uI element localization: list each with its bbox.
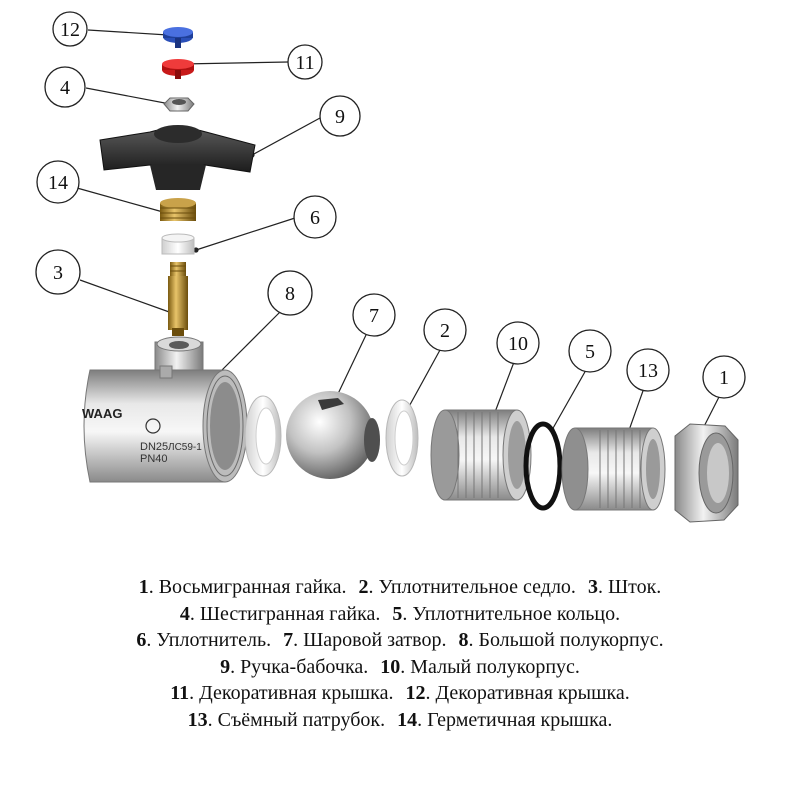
legend-line: 11. Декоративная крышка. 12. Декоративная…	[0, 680, 800, 707]
svg-text:11: 11	[295, 52, 314, 74]
legend-entry: 5. Уплотнительное кольцо.	[392, 602, 621, 625]
svg-text:10: 10	[508, 333, 528, 355]
brand-material: ЛС59-1	[168, 442, 202, 453]
legend-entry: 14. Герметичная крышка.	[397, 708, 613, 731]
svg-text:13: 13	[638, 360, 658, 382]
legend-entry: 7. Шаровой затвор.	[283, 629, 447, 651]
part-7-ball-valve	[286, 391, 380, 479]
callout-1: 1	[702, 355, 746, 399]
legend-line: 9. Ручка-бабочка. 10. Малый полукорпус.	[0, 654, 800, 681]
part-3-stem	[168, 262, 188, 336]
callout-7: 7	[352, 293, 396, 337]
callout-6: 6	[293, 195, 337, 239]
svg-text:7: 7	[369, 305, 379, 327]
part-6-seal	[161, 233, 195, 255]
callout-13: 13	[626, 348, 670, 392]
part-10-small-half-body	[430, 409, 532, 501]
part-8-large-half-body: WAAG DN25 PN40 ЛС59-1	[82, 336, 248, 483]
parts-legend: 1. Восьмигранная гайка. 2. Уплотнительное…	[0, 574, 800, 733]
part-1-octagonal-nut	[674, 423, 739, 523]
part-5-o-ring	[523, 421, 563, 511]
brand-pn: PN40	[140, 453, 168, 465]
legend-entry: 12. Декоративная крышка.	[405, 682, 630, 704]
svg-text:2: 2	[440, 320, 450, 342]
callout-8: 8	[267, 270, 313, 316]
svg-text:14: 14	[48, 172, 68, 194]
legend-line: 6. Уплотнитель. 7. Шаровой затвор. 8. Боль…	[0, 627, 800, 654]
part-9-butterfly-handle	[99, 125, 256, 190]
svg-text:5: 5	[585, 341, 595, 363]
legend-entry: 11. Декоративная крышка.	[170, 682, 394, 704]
legend-entry: 4. Шестигранная гайка.	[179, 602, 381, 625]
svg-text:8: 8	[285, 283, 295, 305]
svg-text:1: 1	[719, 367, 729, 389]
legend-entry: 1. Восьмигранная гайка.	[138, 576, 347, 598]
svg-text:4: 4	[60, 77, 70, 99]
svg-text:6: 6	[310, 207, 320, 229]
callout-12: 12	[52, 11, 88, 47]
callout-10: 10	[496, 321, 540, 365]
callout-3: 3	[35, 249, 81, 295]
part-12-decorative-cap	[163, 27, 193, 48]
svg-text:12: 12	[60, 19, 80, 41]
legend-line: 13. Съёмный патрубок. 14. Герметичная кры…	[0, 707, 800, 734]
callout-11: 11	[287, 44, 323, 80]
part-11-decorative-cap	[162, 59, 194, 79]
callout-5: 5	[568, 329, 612, 373]
svg-text:3: 3	[53, 262, 63, 284]
callout-14: 14	[36, 160, 80, 204]
callout-9: 9	[319, 95, 361, 137]
legend-entry: 8. Большой полукорпус.	[458, 629, 664, 651]
legend-entry: 2. Уплотнительное седло.	[358, 576, 576, 598]
callout-4: 4	[44, 66, 86, 108]
part-4-hex-nut	[163, 97, 195, 112]
part-2-seat-ring	[385, 399, 419, 477]
legend-line: 1. Восьмигранная гайка. 2. Уплотнительное…	[0, 574, 800, 601]
svg-text:9: 9	[335, 106, 345, 128]
legend-entry: 3. Шток.	[587, 576, 662, 598]
part-13-removable-pipe	[561, 427, 666, 511]
brand-dn: DN25	[140, 441, 168, 453]
part-14-sealing-cap	[160, 198, 196, 221]
seat-ring-left	[244, 395, 282, 477]
legend-line: 4. Шестигранная гайка. 5. Уплотнительное …	[0, 601, 800, 628]
brand-name: WAAG	[82, 406, 122, 421]
callout-2: 2	[423, 308, 467, 352]
legend-entry: 13. Съёмный патрубок.	[187, 708, 386, 731]
exploded-valve-diagram: WAAG DN25 PN40 ЛС59-1	[35, 11, 746, 523]
legend-entry: 9. Ручка-бабочка.	[220, 655, 369, 678]
callouts: 12 11 4 9 14 6 3 8 7 2 10 5 13 1	[35, 11, 746, 399]
legend-entry: 10. Малый полукорпус.	[380, 655, 580, 678]
legend-entry: 6. Уплотнитель.	[136, 629, 272, 651]
